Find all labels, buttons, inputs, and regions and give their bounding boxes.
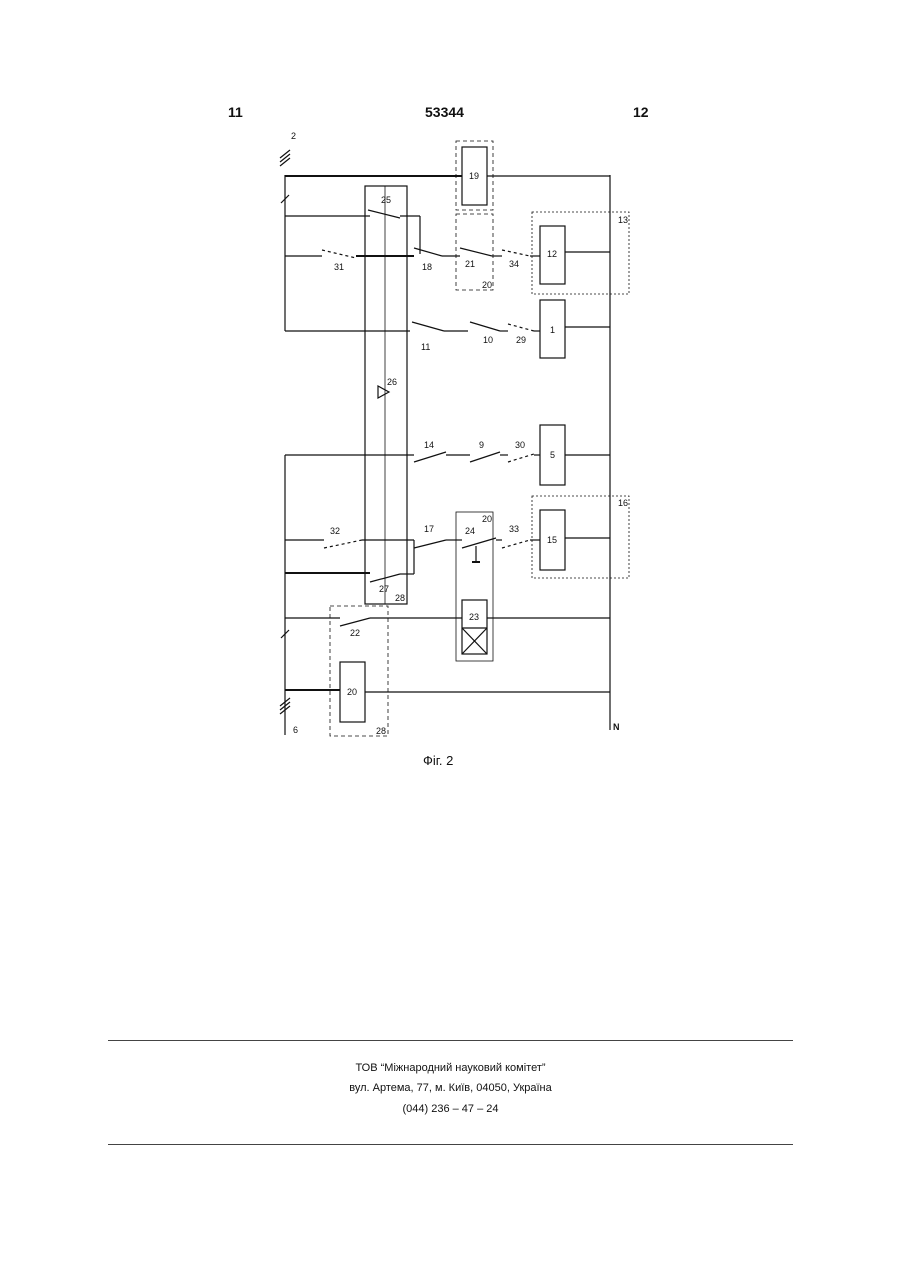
contact-29-label: 29 xyxy=(516,335,526,345)
phase-label-top: 2 xyxy=(291,131,296,141)
contact-21-label: 21 xyxy=(465,259,475,269)
footer-phone: (044) 236 – 47 – 24 xyxy=(108,1103,793,1115)
contact-17-label: 17 xyxy=(424,524,434,534)
block-15-label: 15 xyxy=(547,535,557,545)
block-1-label: 1 xyxy=(550,325,555,335)
contact-9-label: 9 xyxy=(479,440,484,450)
triangle-icon xyxy=(378,386,389,398)
group-13-label: 13 xyxy=(618,215,628,225)
contact-34-label: 34 xyxy=(509,259,519,269)
contact-10-label: 10 xyxy=(483,335,493,345)
block-5-label: 5 xyxy=(550,450,555,460)
contact-22-label: 22 xyxy=(350,628,360,638)
group-16-label: 16 xyxy=(618,498,628,508)
block-23 xyxy=(462,600,487,654)
footer-address: вул. Артема, 77, м. Київ, 04050, Україна xyxy=(108,1082,793,1094)
group-20-mid-label: 20 xyxy=(482,514,492,524)
circuit-diagram: 2 6 N 19 12 1 5 15 23 20 25 31 18 21 34 … xyxy=(0,0,900,780)
contact-14-label: 14 xyxy=(424,440,434,450)
group-28-bot-label: 28 xyxy=(376,726,386,736)
group-20-top-label: 20 xyxy=(482,280,492,290)
footer-divider-bottom xyxy=(108,1144,793,1145)
figure-caption: Фіг. 2 xyxy=(423,753,453,768)
contact-18-label: 18 xyxy=(422,262,432,272)
phase-label-bottom: 6 xyxy=(293,725,298,735)
contact-27-label: 27 xyxy=(379,584,389,594)
group-28-mid-label: 28 xyxy=(395,593,405,603)
contact-11-label: 11 xyxy=(421,342,430,352)
contact-32-label: 32 xyxy=(330,526,340,536)
contact-24-label: 24 xyxy=(465,526,475,536)
block-23-label: 23 xyxy=(469,612,479,622)
contact-33-label: 33 xyxy=(509,524,519,534)
mechanical-bar xyxy=(365,186,407,604)
contact-30-label: 30 xyxy=(515,440,525,450)
footer-divider-top xyxy=(108,1040,793,1041)
footer-organization: ТОВ “Міжнародний науковий комітет” xyxy=(108,1062,793,1074)
block-20-label: 20 xyxy=(347,687,357,697)
neutral-label: N xyxy=(613,722,620,732)
contact-25-label: 25 xyxy=(381,195,391,205)
group-26-label: 26 xyxy=(387,377,397,387)
block-12-label: 12 xyxy=(547,249,557,259)
contact-31-label: 31 xyxy=(334,262,344,272)
block-19-label: 19 xyxy=(469,171,479,181)
